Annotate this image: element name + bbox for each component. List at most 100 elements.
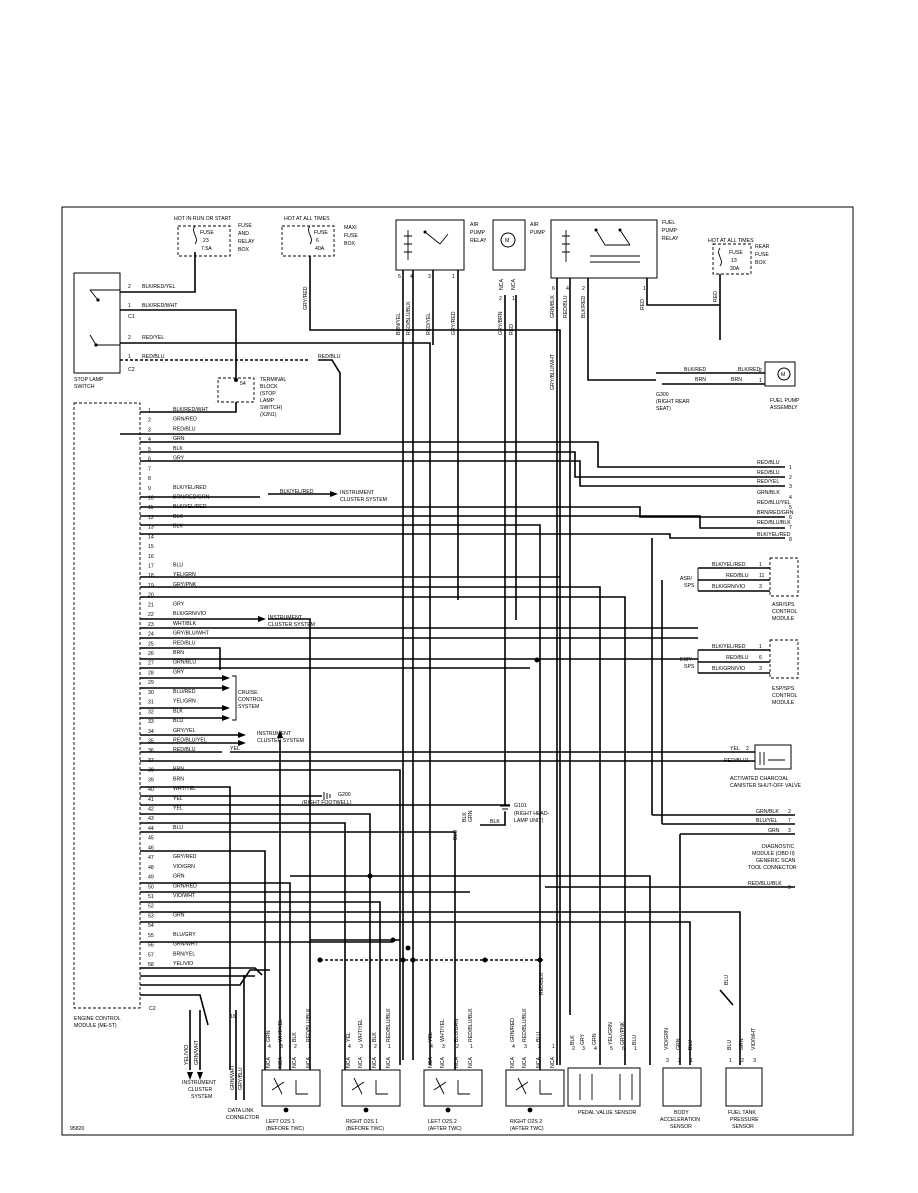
air-pump-label-1: AIR xyxy=(530,222,539,228)
ecm-pin-25: 25 xyxy=(148,641,154,647)
left-o2s-1-wire-1: WHT/YEL xyxy=(278,1019,284,1042)
body-accel-wire-0: VIO/GRN xyxy=(664,1028,670,1050)
fuse-23-box xyxy=(177,225,231,257)
ecm-pin-39: 39 xyxy=(148,777,154,783)
wire-label-gry-blu-wht: GRY/BLU/WHT xyxy=(550,353,556,390)
ecm-pin-46: 46 xyxy=(148,845,154,851)
fuel-pump-asm-label-1: FUEL PUMP xyxy=(770,398,800,404)
wire-label-red-yel-maxi: GRY/RED xyxy=(303,286,309,310)
asr-label-1: ASR/SPS xyxy=(772,602,795,608)
ecm-pin-28-wire: GRY xyxy=(173,669,185,675)
right-o2s-2-wire-0: GRN/RED xyxy=(510,1018,516,1042)
asr-tag-2: SPS xyxy=(684,583,695,589)
tank-pressure-pin-1: 1 xyxy=(729,1058,732,1064)
rear-fuse-box-1: REAR xyxy=(755,244,770,250)
right-o2s-1-wire-0: YEL xyxy=(346,1032,352,1042)
maxi-fuse-name: FUSE xyxy=(314,230,328,236)
right-bus-wire-7: RED/BLU/BLK xyxy=(757,520,791,526)
fp-pin-1: 1 xyxy=(759,378,762,384)
dlc-label-2: CONNECTOR xyxy=(226,1115,260,1121)
air-relay-pin-4: 4 xyxy=(410,274,413,280)
ecm-pin-1-wire: BLK/RED/WHT xyxy=(173,407,209,413)
ground-g101-label-2: LAMP UNIT) xyxy=(514,818,544,824)
esp-label-1: ESP/SPS xyxy=(772,686,795,692)
maxi-fuse-box-1: MAXI xyxy=(344,225,357,231)
fuel-pump-relay-label-2: PUMP xyxy=(662,228,678,234)
wire-label-red-blu-fpr: RED/BLU xyxy=(563,295,569,318)
rear-fuse-amps: 30A xyxy=(730,266,740,272)
tank-pressure-pin-3: 3 xyxy=(753,1058,756,1064)
stop-lamp-switch-box xyxy=(73,272,121,374)
wire-label-blu-right: BLU xyxy=(724,975,730,985)
left-o2s-2-wire-0: YEL xyxy=(428,1032,434,1042)
right-o2s-1-label-1: RIGHT O2S 1 xyxy=(346,1119,378,1125)
ecm-pin-51-wire: VIO/WHT xyxy=(173,893,196,899)
fuse-23-num: 23 xyxy=(203,238,209,244)
rear-fuse-box-2: FUSE xyxy=(755,252,769,258)
ic-label-2: CLUSTER SYSTEM xyxy=(340,497,387,503)
ecm-pin-16: 16 xyxy=(148,554,154,560)
left-o2s-2-pin-2: 2 xyxy=(456,1044,459,1050)
rear-fuse-num: 13 xyxy=(731,258,737,264)
body-accel-wire-1: GRN xyxy=(676,1038,682,1050)
fuel-pump-motor-m: M xyxy=(781,372,785,378)
air-pump-relay-label-2: PUMP xyxy=(470,230,486,236)
air-pump-nca-1: NCA xyxy=(499,279,505,290)
wire-label-grn-wht-dlc: GRN/WHT xyxy=(230,1064,236,1090)
right-bus-wire-2: RED/BLU xyxy=(757,470,780,476)
air-relay-pin-5: 5 xyxy=(398,274,401,280)
right-o2s-1-pin-2: 2 xyxy=(374,1044,377,1050)
right-bus-pin-3: 3 xyxy=(789,484,792,490)
ecm-pin-55: 55 xyxy=(148,933,154,939)
right-bus-wire-1: RED/BLU xyxy=(757,460,780,466)
fuel-pump-relay-label-1: FUEL xyxy=(662,220,675,226)
pedal-pin-1: 1 xyxy=(634,1046,637,1052)
ecm-pin-45: 45 xyxy=(148,836,154,842)
pedal-pin-5: 5 xyxy=(610,1046,613,1052)
asr-pin-1: 1 xyxy=(759,562,762,568)
maxi-fuse-6-box xyxy=(281,225,335,257)
right-o2s-2-pin-1: 1 xyxy=(552,1044,555,1050)
ecm-pin-1: 1 xyxy=(148,408,151,414)
pedal-wire-0: BLK xyxy=(570,1035,576,1045)
left-o2s-1-pin-1: 1 xyxy=(308,1044,311,1050)
ecm-pin-52: 52 xyxy=(148,904,154,910)
terminal-block-label-6: (X2N1) xyxy=(260,412,277,418)
ecm-pin-17-wire: BLU xyxy=(173,563,183,569)
charcoal-wire-2: RED/BLU xyxy=(724,758,747,764)
fuel-pump-motor-icon xyxy=(777,367,791,381)
ecm-pin-15: 15 xyxy=(148,544,154,550)
ecm-pin-22-wire: BLK/GRN/VIO xyxy=(173,611,206,617)
fuel-pump-assembly-box xyxy=(764,361,796,387)
diag-pin-9: 9 xyxy=(788,885,791,891)
diag-pin-3: 3 xyxy=(788,828,791,834)
ecm-pin-25-wire: RED/BLU xyxy=(173,640,196,646)
ecm-pin-40: 40 xyxy=(148,787,154,793)
pedal-pin-3: 3 xyxy=(582,1046,585,1052)
ecm-pin-22: 22 xyxy=(148,612,154,618)
fuel-relay-pin-4: 4 xyxy=(566,286,569,292)
wire-label-blk-yel-red-ic: BLK/YEL/RED xyxy=(280,489,314,495)
air-pump-pin-1: 1 xyxy=(512,296,515,302)
diag-pin-2: 2 xyxy=(788,809,791,815)
esp-module-box xyxy=(769,639,799,679)
ecm-pin-33-wire: BLU xyxy=(173,718,183,724)
pedal-wire-2: GRN xyxy=(592,1033,598,1045)
left-o2s-1-nca-2: NCA xyxy=(292,1057,298,1068)
wire-label-yel-vio: YEL/VIO xyxy=(184,1045,190,1065)
ecm-pin-42-wire: YEL xyxy=(173,806,183,812)
body-accel-box xyxy=(662,1067,702,1107)
ecm-pin-55-wire: BLU/GRY xyxy=(173,932,196,938)
dlc-label-1: DATA LINK xyxy=(228,1108,254,1114)
asr-label-3: MODULE xyxy=(772,616,795,622)
left-o2s-2-wire-2: BLU/GRN xyxy=(454,1019,460,1042)
ecm-pin-12: 12 xyxy=(148,515,154,521)
ecm-pin-56: 56 xyxy=(148,943,154,949)
left-o2s-1-wire-0: GRN xyxy=(266,1030,272,1042)
ecm-pin-54: 54 xyxy=(148,923,154,929)
cruise-label-1: CRUISE xyxy=(238,690,258,696)
right-bus-pin-1: 1 xyxy=(789,465,792,471)
left-o2s-1-wire-3: RED/BLU/BLK xyxy=(306,1008,312,1042)
right-o2s-1-nca-3: NCA xyxy=(386,1057,392,1068)
left-o2s-2-box xyxy=(423,1069,483,1107)
